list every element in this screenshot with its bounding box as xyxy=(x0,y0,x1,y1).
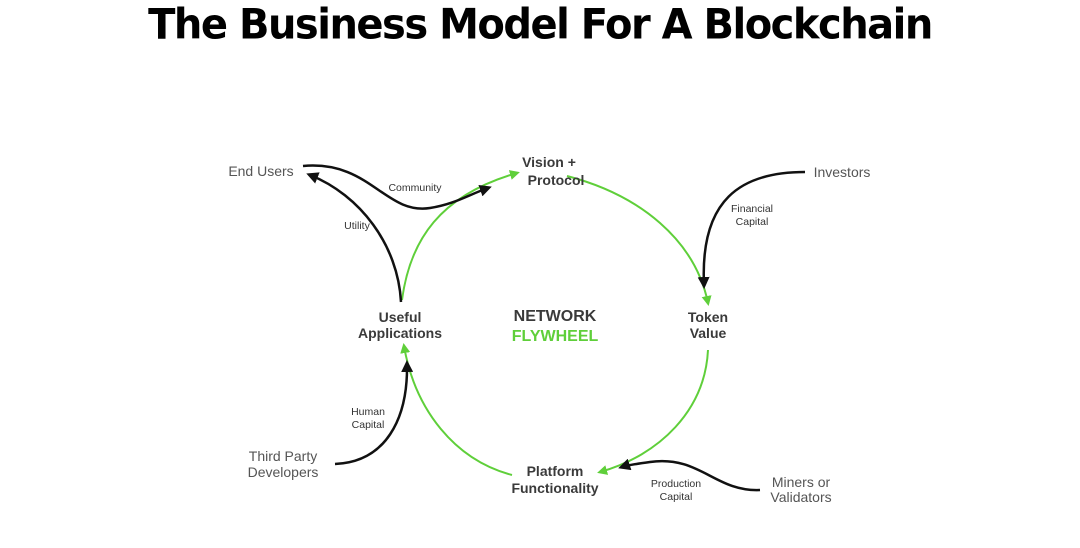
svg-text:Developers: Developers xyxy=(248,464,319,480)
svg-text:Financial: Financial xyxy=(731,203,773,215)
arrow-production xyxy=(618,458,761,492)
actor-end-users: End Users xyxy=(228,163,293,179)
flow-label-human-capital: Human Capital xyxy=(351,406,385,431)
svg-text:Platform: Platform xyxy=(527,463,584,479)
arc-vision-to-token xyxy=(566,175,712,306)
svg-text:Production: Production xyxy=(651,478,701,490)
node-platform-functionality: Platform Functionality xyxy=(511,463,598,496)
actor-investors: Investors xyxy=(814,164,871,180)
svg-text:Applications: Applications xyxy=(358,325,442,341)
node-vision-protocol: Vision + Protocol xyxy=(522,154,584,188)
svg-text:Functionality: Functionality xyxy=(511,480,598,496)
svg-text:Third Party: Third Party xyxy=(249,448,317,464)
actor-miners-validators: Miners or Validators xyxy=(770,474,831,505)
center-label-network: NETWORK xyxy=(514,308,597,325)
svg-text:Token: Token xyxy=(688,309,728,325)
svg-text:Validators: Validators xyxy=(770,489,831,505)
arc-token-to-platform xyxy=(597,349,709,475)
arc-platform-to-apps xyxy=(400,343,513,476)
flow-label-production-capital: Production Capital xyxy=(651,478,701,503)
flow-label-financial-capital: Financial Capital xyxy=(731,203,773,228)
svg-text:Miners or: Miners or xyxy=(772,474,831,490)
arrow-community xyxy=(302,164,492,210)
svg-text:Useful: Useful xyxy=(379,309,422,325)
flow-label-utility: Utility xyxy=(344,220,370,232)
center-label-flywheel: FLYWHEEL xyxy=(512,328,599,345)
actor-third-party-developers: Third Party Developers xyxy=(248,448,319,480)
svg-text:Capital: Capital xyxy=(352,419,385,431)
flow-label-community: Community xyxy=(388,182,442,194)
arrow-financial xyxy=(697,170,806,289)
svg-text:Value: Value xyxy=(690,325,727,341)
svg-text:Capital: Capital xyxy=(736,216,769,228)
node-token-value: Token Value xyxy=(688,309,728,341)
svg-text:Vision +: Vision + xyxy=(522,154,576,170)
arc-apps-to-vision xyxy=(401,170,520,301)
arrow-human xyxy=(334,360,414,466)
svg-text:Protocol: Protocol xyxy=(528,172,585,188)
svg-text:Capital: Capital xyxy=(660,491,693,503)
arrow-utility xyxy=(306,172,403,303)
node-useful-applications: Useful Applications xyxy=(358,309,442,341)
svg-text:Human: Human xyxy=(351,406,385,418)
page-title: The Business Model For A Blockchain xyxy=(148,0,933,50)
